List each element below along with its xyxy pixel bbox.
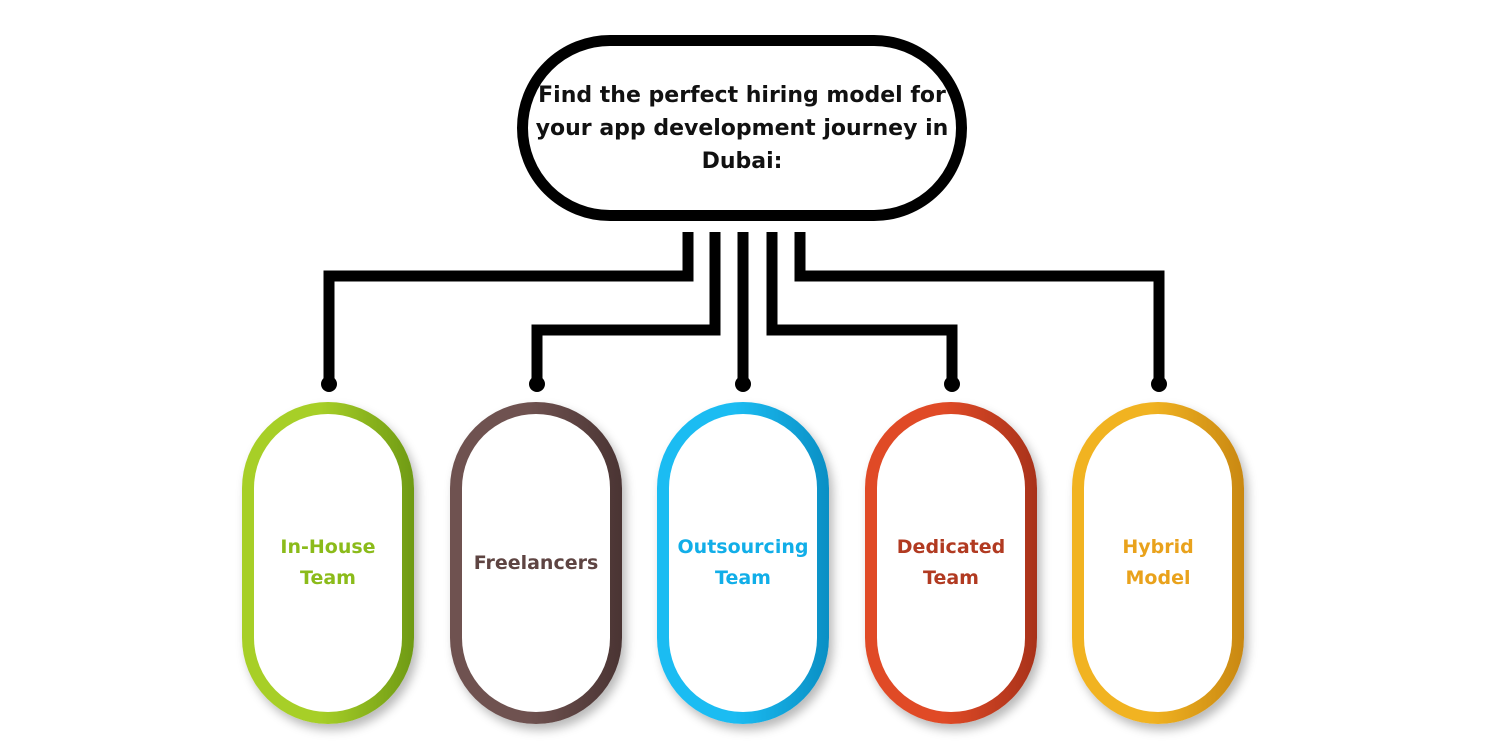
connector-hybrid-model-dot [1151,376,1167,392]
node-hybrid-model: Hybrid Model [1072,402,1244,724]
node-inner: Freelancers [462,414,610,712]
node-dedicated-team: Dedicated Team [865,402,1037,724]
root-title: Find the perfect hiring model for your a… [535,82,949,174]
node-outsourcing-team: Outsourcing Team [657,402,829,724]
connector-freelancers-dot [529,376,545,392]
connector-freelancers [531,232,721,384]
connector-hybrid-model [794,232,1165,384]
node-label-dedicated-team: Dedicated Team [896,536,1006,589]
node-inner: Outsourcing Team [669,414,817,712]
connector-in-house-team-dot [321,376,337,392]
root-node: Find the perfect hiring model for your a… [517,35,967,221]
node-inner: Dedicated Team [877,414,1025,712]
node-label-freelancers: Freelancers [473,551,599,574]
node-in-house-team: In-House Team [242,402,414,724]
node-label-outsourcing-team: Outsourcing Team [677,536,809,589]
connector-outsourcing-team-dot [735,376,751,392]
node-label-hybrid-model: Hybrid Model [1122,536,1194,589]
node-inner: In-House Team [254,414,402,712]
node-freelancers: Freelancers [450,402,622,724]
node-inner: Hybrid Model [1084,414,1232,712]
connector-in-house-team [323,232,694,384]
connector-dedicated-team [766,232,958,384]
node-label-in-house-team: In-House Team [280,536,376,589]
connector-dedicated-team-dot [944,376,960,392]
